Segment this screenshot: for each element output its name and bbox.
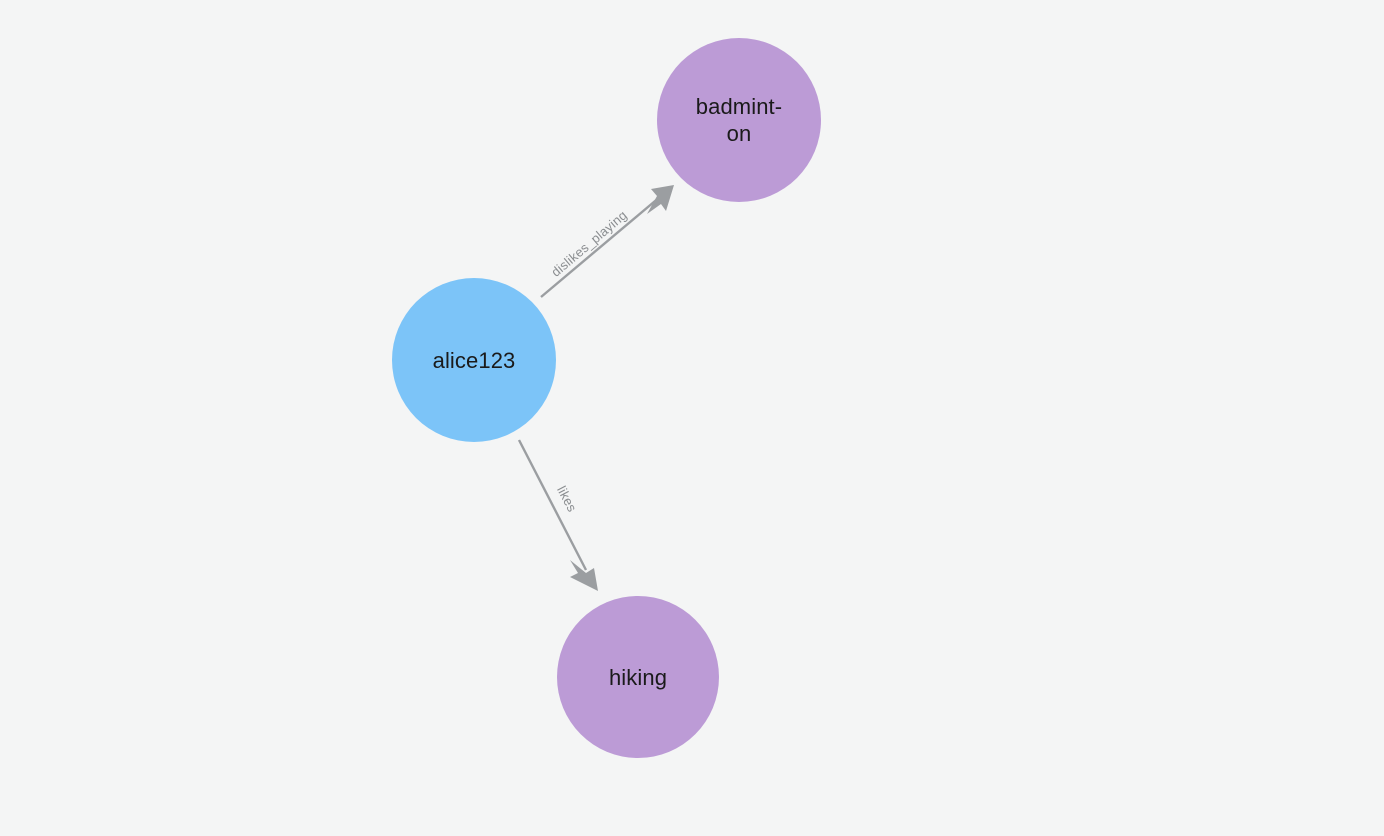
graph-node-label-hiking: hiking <box>608 664 668 690</box>
graph-edge-likes[interactable]: likes <box>517 439 598 591</box>
graph-node-label-alice123: alice123 <box>432 347 516 373</box>
graph-edge-dislikes-playing[interactable]: dislikes_playing <box>540 185 674 298</box>
edge-label-dislikes-playing: dislikes_playing <box>548 207 630 279</box>
graph-node-label-badminton: badmint- on <box>695 94 783 146</box>
edge-line-likes <box>517 439 588 571</box>
edge-arrowhead-dislikes-playing <box>647 185 674 214</box>
graph-node-alice123[interactable]: alice123 <box>392 278 556 442</box>
edge-label-likes: likes <box>554 483 580 514</box>
graph-node-hiking[interactable]: hiking <box>557 596 719 758</box>
edge-arrowhead-likes <box>570 560 598 591</box>
edge-line-dislikes-playing <box>540 195 662 298</box>
graph-node-badminton[interactable]: badmint- on <box>657 38 821 202</box>
